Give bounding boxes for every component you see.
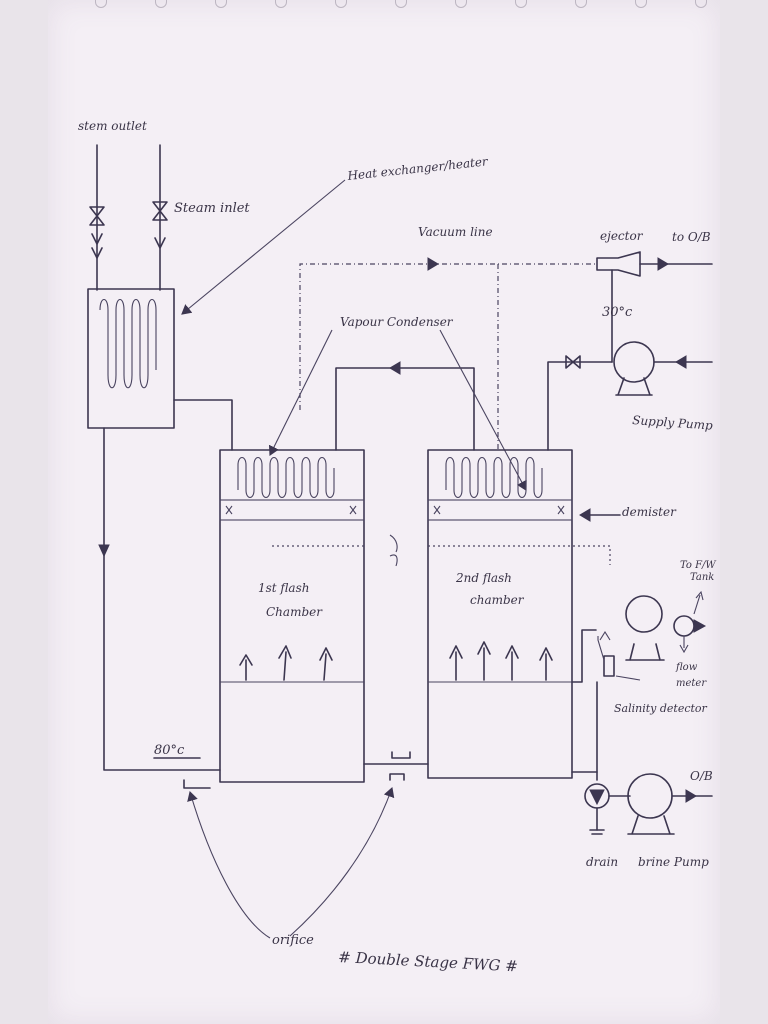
label-steam-inlet: Steam inlet [174, 201, 250, 216]
label-temp-80: 80°c [154, 743, 185, 758]
steam-lines [89, 144, 168, 291]
label-supply-pump: Supply Pump [632, 413, 714, 433]
second-flash-chamber [427, 449, 573, 779]
label-ob-bottom: O/B [690, 769, 713, 783]
label-demister: demister [622, 505, 677, 519]
inter-chamber [272, 534, 611, 781]
label-temp-30: 30°c [602, 305, 633, 320]
label-brine-pump: brine Pump [638, 855, 709, 869]
heat-exchanger [87, 179, 346, 429]
flow-meter-icon [673, 615, 695, 637]
demister-pointer [579, 508, 621, 522]
salinity-sensor-icon [603, 655, 615, 677]
label-to-fw-tank-2: Tank [690, 572, 714, 583]
steam-inlet-valve-icon [152, 201, 168, 221]
label-salinity-detector: Salinity detector [614, 702, 708, 715]
label-flow-meter-2: meter [676, 678, 707, 689]
steam-outlet-check-icon [91, 233, 103, 259]
label-steam-outlet: stem outlet [78, 119, 147, 133]
supply-valve-icon [565, 355, 581, 369]
brine-outlet [584, 681, 713, 835]
condenser-pipe [268, 329, 527, 491]
diagram-labels: stem outlet Steam inlet Heat exchanger/h… [78, 119, 716, 975]
label-to-ob-top: to O/B [672, 230, 711, 244]
label-chamber1-line2: Chamber [266, 605, 323, 619]
supply-pump-icon [613, 341, 655, 383]
freshwater-pump-icon [625, 595, 663, 633]
vacuum-line [299, 251, 713, 450]
freshwater-outlet [571, 590, 707, 773]
label-chamber2-line1: 2nd flash [455, 571, 512, 585]
first-flash-chamber [219, 449, 365, 783]
label-heat-exchanger: Heat exchanger/heater [346, 154, 490, 183]
ejector-icon [596, 251, 641, 277]
orifice-pointers [187, 786, 395, 939]
label-vacuum-line: Vacuum line [418, 225, 493, 239]
label-vapour-condenser: Vapour Condenser [340, 315, 454, 329]
label-chamber2-line2: chamber [470, 593, 525, 607]
brine-pump-icon [627, 773, 673, 819]
supply-line [547, 341, 713, 451]
steam-outlet-valve-icon [89, 206, 105, 226]
label-to-fw-tank-1: To F/W [680, 560, 716, 571]
label-chamber1-line1: 1st flash [258, 581, 309, 595]
diagram-title: # Double Stage FWG # [338, 948, 518, 975]
label-orifice: orifice [272, 933, 314, 948]
label-drain: drain [586, 855, 618, 869]
label-flow-meter-1: flow [675, 662, 698, 673]
label-ejector: ejector [600, 229, 644, 243]
process-piping [98, 399, 233, 789]
